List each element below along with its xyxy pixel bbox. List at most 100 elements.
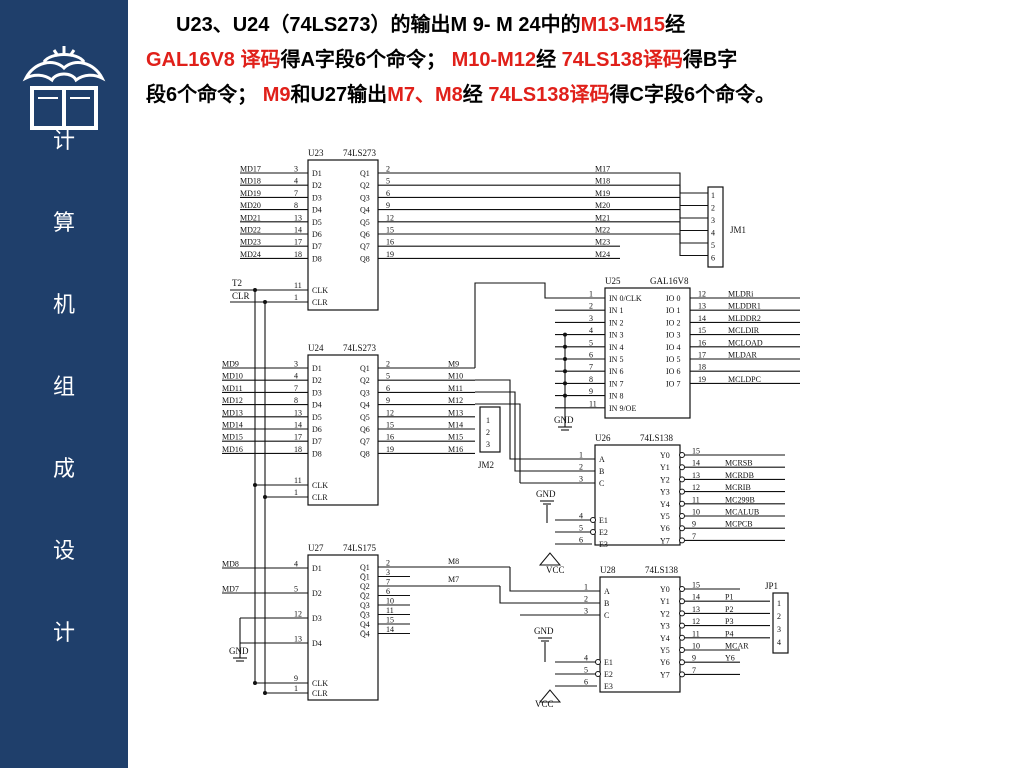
u23-pin-name: CLK — [312, 286, 328, 295]
u25-output-signal: MLDAR — [728, 351, 758, 360]
u25-pin-number: 14 — [698, 314, 706, 323]
description-line-3: 段6个命令； M9和U27输出M7、M8经 74LS138译码得C字段6个命令。 — [146, 78, 1024, 113]
u24-output-signal: M16 — [448, 445, 463, 454]
u24-pin-number: 9 — [386, 396, 390, 405]
u26-pin-name: Y5 — [660, 512, 670, 521]
u23-input-signal: MD17 — [240, 165, 261, 174]
u26-pin-name: E1 — [599, 516, 608, 525]
jp1-pin: 2 — [777, 612, 781, 621]
u23-pin-number: 1 — [294, 293, 298, 302]
u23-pin-number: 6 — [386, 189, 390, 198]
inverter-bubble — [679, 586, 685, 592]
u28-pin-number: 1 — [584, 583, 588, 592]
u26-pin-number: 10 — [692, 508, 700, 517]
u27-pin-name: Q̄3 — [360, 611, 370, 620]
u24-pin-name: D5 — [312, 413, 322, 422]
u23-pin-name: Q1 — [360, 169, 370, 178]
jm1-ref: JM1 — [730, 225, 746, 235]
jm1-wire — [620, 209, 708, 232]
u25-pin-number: 5 — [589, 338, 593, 347]
u28-pin-number: 15 — [692, 581, 700, 590]
inverter-bubble — [679, 622, 685, 629]
jm1-pin: 6 — [711, 254, 715, 263]
u27-pin-name: Q3 — [360, 601, 370, 610]
clear-signal: CLR — [232, 291, 250, 301]
u25-pin-number: 15 — [698, 326, 706, 335]
u23-input-signal: MD23 — [240, 238, 261, 247]
description-line-1: U23、U24（74LS273）的输出M 9- M 24中的M13-M15经 — [146, 8, 1024, 43]
u25-pin-number: 11 — [589, 399, 597, 408]
u25-pin-number: 4 — [589, 326, 593, 335]
vertical-title: 计 算 机 组 成 设 计 — [0, 130, 128, 704]
u23-pin-name: Q6 — [360, 230, 370, 239]
u26-output-signal: MC299B — [725, 495, 755, 504]
u26-pin-name: Y3 — [660, 488, 670, 497]
u27-pin-number: 15 — [386, 616, 394, 625]
u23-output-signal: M19 — [595, 189, 610, 198]
desc-highlight: M9 — [262, 84, 291, 106]
clock-signal: T2 — [232, 278, 242, 288]
u25-output-signal: MCLDPC — [728, 375, 761, 384]
u28-pin-number: 5 — [584, 666, 588, 675]
u27-pin-number: 13 — [294, 635, 302, 644]
u27-pin-name: D1 — [312, 564, 322, 573]
u26-output-signal: MCPCB — [725, 520, 753, 529]
u28-pin-name: Y3 — [660, 622, 670, 631]
u27-pin-name: Q4 — [360, 620, 370, 629]
u26-output-signal: MCRDB — [725, 471, 754, 480]
u25-pin-name: IO 0 — [666, 294, 680, 303]
u24-pin-number: 17 — [294, 433, 302, 442]
u24-output-signal: M13 — [448, 408, 463, 417]
u23-pin-number: 18 — [294, 250, 302, 259]
desc-text: 和U27输出 — [290, 84, 388, 106]
u25-pin-name: IO 6 — [666, 367, 680, 376]
inverter-bubble — [679, 500, 685, 507]
u28-pin-name: E1 — [604, 658, 613, 667]
title-char: 计 — [52, 621, 75, 646]
u23-pin-name: Q5 — [360, 218, 370, 227]
u24-pin-number: 8 — [294, 396, 298, 405]
u23-pin-number: 12 — [386, 213, 394, 222]
u26-pin-number: 6 — [579, 536, 583, 545]
inverter-bubble — [679, 464, 685, 471]
jp1-pin: 3 — [777, 625, 781, 634]
u27-output-signal: M8 — [448, 557, 459, 566]
u23-part: 74LS273 — [343, 148, 377, 158]
u24-pin-name: Q4 — [360, 401, 370, 410]
jm1-pin: 1 — [711, 191, 715, 200]
u23-input-signal: MD19 — [240, 189, 261, 198]
jm1-wire — [620, 196, 708, 219]
u26-pin-name: Y0 — [660, 451, 670, 460]
u25-pin-number: 18 — [698, 363, 706, 372]
u26-ref: U26 — [595, 433, 611, 443]
u27-pin-name: D4 — [312, 639, 322, 648]
jm2-header — [479, 406, 501, 453]
u26-pin-name: E2 — [599, 528, 608, 537]
u25-pin-number: 8 — [589, 375, 593, 384]
u23-ref: U23 — [308, 148, 324, 158]
u23-pin-name: D3 — [312, 193, 322, 202]
u25-chip — [604, 287, 691, 419]
u28-pin-name: Y7 — [660, 670, 670, 679]
u25-output-signal: MCLDIR — [728, 326, 760, 335]
u28-pin-number: 9 — [692, 654, 696, 663]
u27-part: 74LS175 — [343, 543, 377, 553]
u24-pin-name: D3 — [312, 388, 322, 397]
u28-pin-number: 4 — [584, 654, 588, 663]
u26-part: 74LS138 — [640, 433, 674, 443]
u24-pin-number: 3 — [294, 360, 298, 369]
u24-pin-number: 15 — [386, 421, 394, 430]
inverter-bubble — [679, 647, 685, 653]
u24-input-signal: MD10 — [222, 372, 243, 381]
u28-chip — [599, 576, 681, 693]
u26-pin-number: 7 — [692, 532, 696, 541]
u28-pin-name: Y1 — [660, 597, 670, 606]
jm2-ref: JM2 — [478, 460, 494, 470]
jm1-pin: 5 — [711, 241, 715, 250]
u25-pin-name: IO 3 — [666, 331, 680, 340]
jm2-pin: 3 — [486, 440, 490, 449]
u26-bus-wire — [475, 391, 520, 472]
u23-pin-number: 16 — [386, 238, 394, 247]
u24-input-signal: MD9 — [222, 360, 239, 369]
u25-pin-number: 7 — [589, 363, 593, 372]
